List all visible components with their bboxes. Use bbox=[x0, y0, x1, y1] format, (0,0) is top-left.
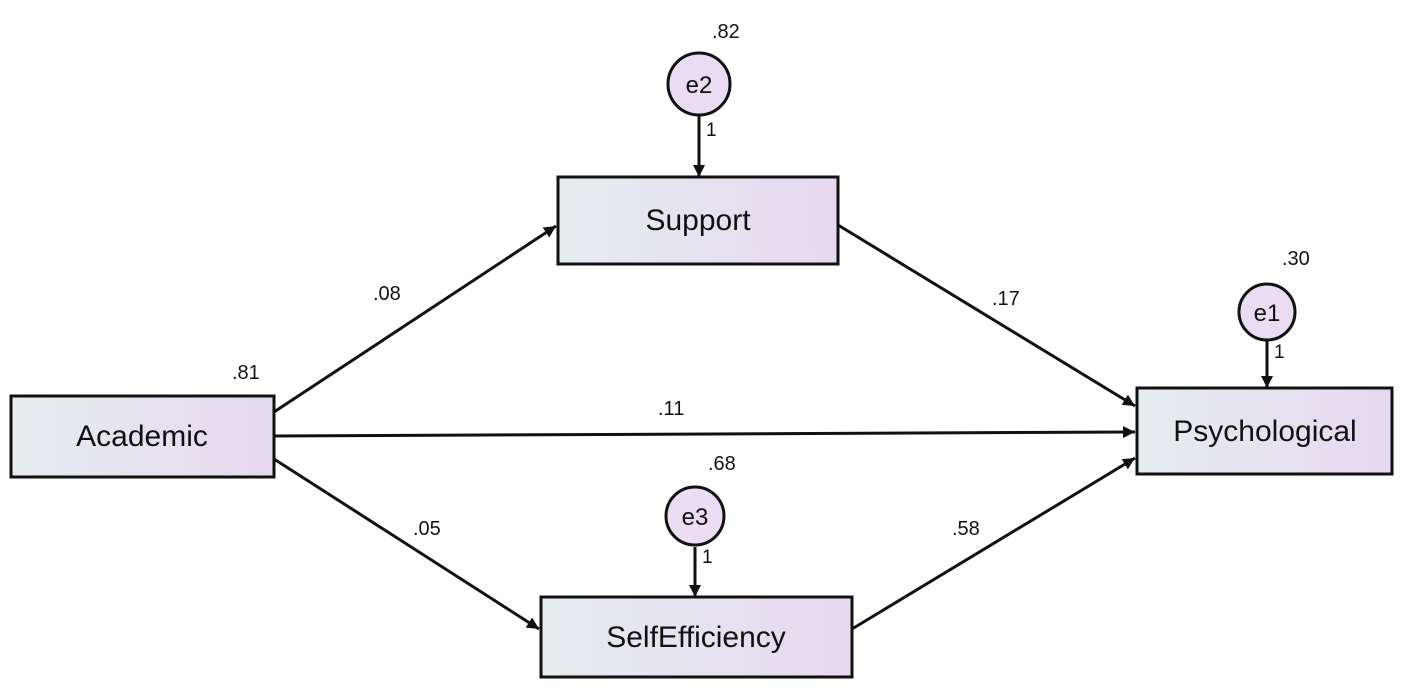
arrow-academic-to-support bbox=[273, 224, 557, 414]
arrow-academic-to-psychological bbox=[273, 426, 1136, 439]
arrow-selfefficiency-to-psychological bbox=[851, 456, 1136, 631]
arrow-support-to-psychological bbox=[837, 223, 1136, 408]
error-e2-label: e2 bbox=[686, 72, 713, 99]
arrow-academic-to-selfefficiency bbox=[273, 457, 540, 631]
error-e1: e1 bbox=[1237, 282, 1297, 342]
node-psychological-label: Psychological bbox=[1173, 415, 1356, 448]
node-selfefficiency: SelfEfficiency bbox=[539, 595, 854, 679]
error-e1-label: e1 bbox=[1254, 300, 1281, 327]
error-e2: e2 bbox=[666, 51, 732, 117]
error-e3-label: e3 bbox=[682, 504, 709, 531]
node-selfefficiency-label: SelfEfficiency bbox=[606, 621, 786, 654]
coef-support-psychological: .17 bbox=[992, 288, 1020, 310]
node-support-label: Support bbox=[645, 204, 751, 237]
coef-academic-selfefficiency: .05 bbox=[413, 518, 441, 540]
coef-academic-support: .08 bbox=[373, 283, 401, 305]
error-e3-weight: 1 bbox=[702, 547, 713, 568]
node-psychological: Psychological bbox=[1135, 386, 1394, 476]
error-e1-variance: .30 bbox=[1282, 248, 1310, 270]
error-e3: e3 bbox=[664, 485, 726, 547]
error-e3-variance: .68 bbox=[708, 453, 736, 475]
node-support: Support bbox=[556, 175, 840, 266]
error-e2-variance: .82 bbox=[712, 21, 740, 43]
error-e2-weight: 1 bbox=[706, 120, 717, 141]
node-academic-label: Academic bbox=[76, 420, 208, 453]
node-academic: Academic bbox=[9, 394, 276, 479]
error-e1-weight: 1 bbox=[1274, 342, 1285, 363]
coef-selfefficiency-psychological: .58 bbox=[952, 518, 980, 540]
coef-academic-psychological: .11 bbox=[658, 398, 684, 420]
node-academic-variance: .81 bbox=[232, 362, 260, 384]
